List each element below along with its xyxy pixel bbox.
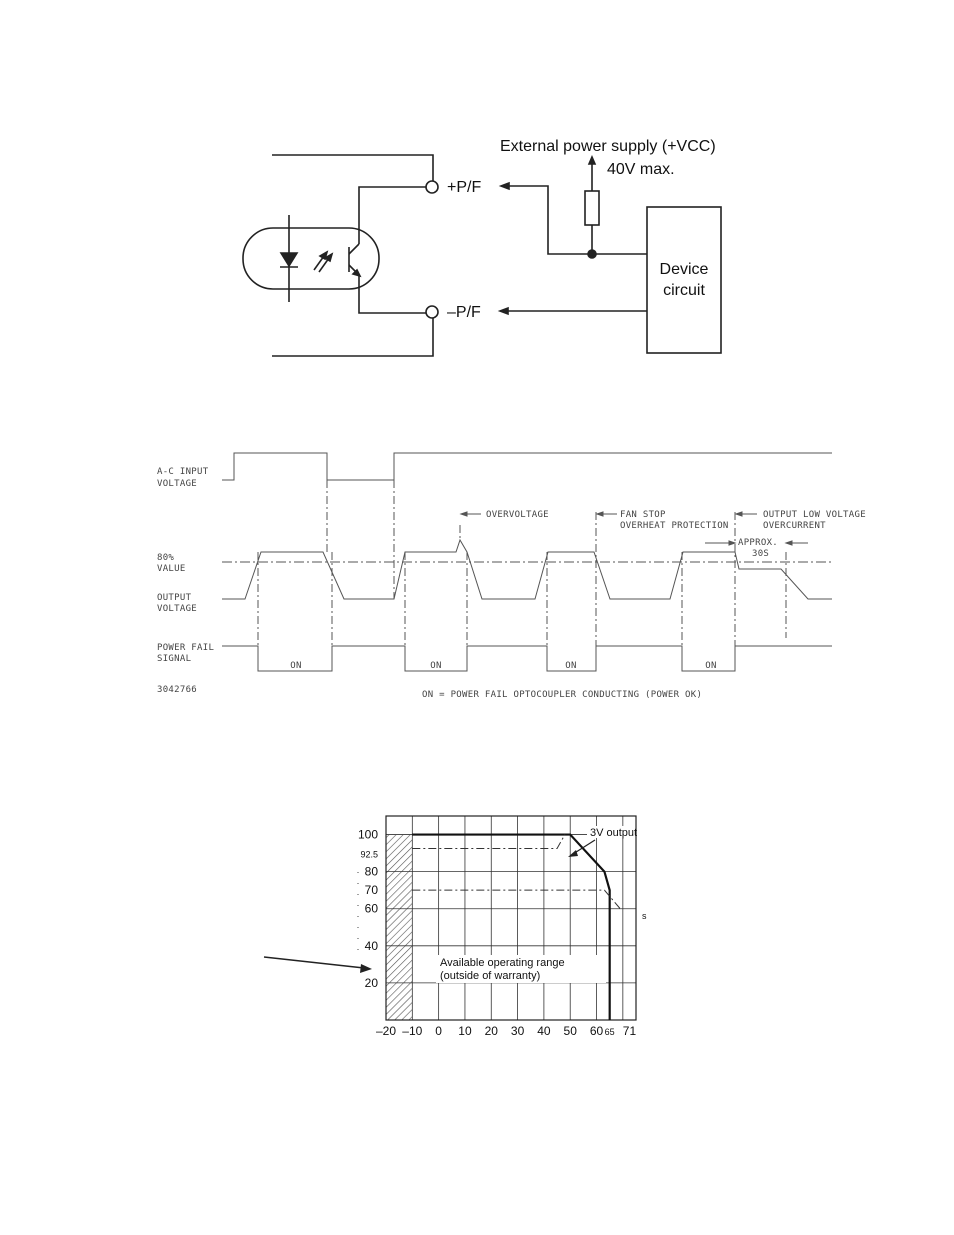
fan-stop-label-1: FAN STOP: [620, 510, 666, 520]
on-label-2: ON: [430, 661, 441, 671]
collector-wire: [358, 186, 426, 244]
supply-max-label: 40V max.: [607, 161, 675, 178]
operating-range-label-1: Available operating range: [440, 957, 565, 969]
annotation-arrows: [459, 511, 808, 546]
pf-plus-external-wire: [503, 185, 647, 255]
x-tick-label: 20: [485, 1024, 499, 1038]
pf-plus-terminal: [425, 180, 439, 194]
derating-series-3: [412, 889, 621, 910]
output-low-label-1: OUTPUT LOW VOLTAGE: [763, 510, 866, 520]
y-tick-label: 70: [365, 883, 379, 897]
operating-range-label-bg: [436, 955, 606, 983]
emitter-wire: [358, 275, 426, 314]
x-tick-label: 50: [564, 1024, 578, 1038]
junction-dot: [587, 249, 597, 259]
operating-range-pointer: [263, 956, 365, 969]
y-tick-label: 92.5: [360, 849, 378, 859]
phototransistor-icon: [348, 243, 362, 278]
pf-plus-label: +P/F: [447, 179, 481, 196]
fan-stop-label-2: OVERHEAT PROTECTION: [620, 521, 729, 531]
approx-label-1: APPROX.: [738, 538, 778, 548]
x-tick-label: 30: [511, 1024, 525, 1038]
derating-series-2: [412, 834, 566, 849]
x-tick-label: 10: [458, 1024, 472, 1038]
x-tick-label: 40: [537, 1024, 551, 1038]
y-tick-label: 80: [365, 865, 379, 879]
overvoltage-label: OVERVOLTAGE: [486, 510, 549, 520]
timing-diagram: [222, 452, 832, 672]
pullup-resistor: [584, 190, 600, 226]
optocoupler-circuit: [242, 154, 722, 357]
y-tick-label: 100: [358, 828, 378, 842]
x-tick-label: –20: [376, 1024, 396, 1038]
timing-legend: ON = POWER FAIL OPTOCOUPLER CONDUCTING (…: [422, 690, 702, 700]
on-label-3: ON: [565, 661, 576, 671]
value80-label-1: 80%: [157, 553, 174, 563]
light-emission-icon: [313, 250, 334, 273]
device-circuit-box: [646, 206, 722, 354]
pf-minus-terminal: [425, 305, 439, 319]
output-voltage-label-2: VOLTAGE: [157, 604, 197, 614]
operating-range-label-2: (outside of warranty): [440, 970, 540, 982]
on-label-4: ON: [705, 661, 716, 671]
three-volt-label: 3V output: [590, 827, 637, 839]
power-fail-label-2: SIGNAL: [157, 654, 191, 664]
chart-grid: [385, 815, 637, 1021]
x-tick-label: 0: [435, 1024, 442, 1038]
x-tick-label: 65: [605, 1027, 615, 1037]
x-tick-label: 71: [623, 1024, 637, 1038]
three-volt-pointer: [572, 839, 596, 855]
chart-series: [412, 833, 621, 1020]
approx-label-2: 30S: [752, 549, 769, 559]
led-diode-icon: [279, 252, 299, 268]
optocoupler-body: [242, 227, 380, 290]
y-tick-label: 40: [365, 939, 379, 953]
three-volt-box: [587, 826, 635, 838]
y-tick-label: 20: [365, 976, 379, 990]
device-label-line1: Device: [660, 261, 709, 278]
chart-frame: [385, 815, 637, 1021]
ac-input-label-2: VOLTAGE: [157, 479, 197, 489]
enclosure-top-wire: [272, 154, 434, 181]
operating-range-hatch: [386, 834, 413, 1020]
y-tick-label: 60: [365, 902, 379, 916]
x-tick-label: 60: [590, 1024, 604, 1038]
device-label-line2: circuit: [663, 282, 705, 299]
power-fail-waveform: [222, 645, 832, 672]
ac-input-waveform: [222, 452, 832, 481]
ac-input-label-1: A-C INPUT: [157, 467, 209, 477]
derating-series-1: [412, 833, 611, 1020]
power-fail-label-1: POWER FAIL: [157, 643, 214, 653]
on-label-1: ON: [290, 661, 301, 671]
figure-number: 3042766: [157, 685, 197, 695]
enclosure-bottom-wire: [272, 317, 434, 357]
output-voltage-label-1: OUTPUT: [157, 593, 192, 603]
output-voltage-waveform: [222, 538, 832, 600]
output-low-label-2: OVERCURRENT: [763, 521, 826, 531]
event-markers: [257, 480, 787, 646]
operating-range-pointer-head: [360, 964, 372, 973]
value80-label-2: VALUE: [157, 564, 186, 574]
x-tick-label: –10: [402, 1024, 422, 1038]
supply-label: External power supply (+VCC): [500, 138, 716, 155]
pf-minus-label: –P/F: [447, 304, 481, 321]
curve-end-marker: s: [642, 911, 647, 921]
